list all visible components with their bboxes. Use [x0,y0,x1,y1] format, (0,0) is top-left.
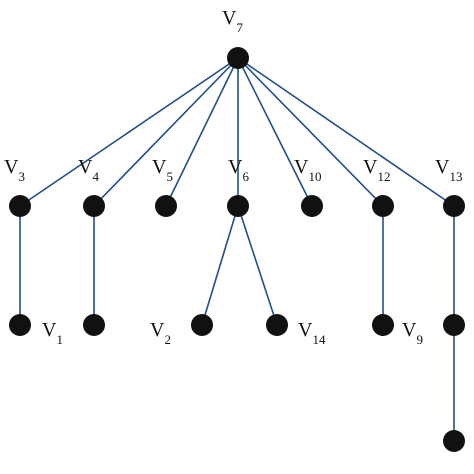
node-label-letter: V [228,156,243,178]
node-label-v2: V2 [150,319,171,347]
node-label-v1: V1 [42,319,63,347]
node-label-subscript: 1 [56,332,63,347]
edge-v7-v12 [237,57,384,207]
node-v5 [155,195,177,217]
node-v4 [83,195,105,217]
node-label-letter: V [78,156,93,178]
node-label-subscript: 3 [18,169,25,184]
node-label-subscript: 2 [164,332,171,347]
node-label-subscript: 7 [236,20,243,35]
edge-v7-v13 [237,57,455,207]
node-v6 [227,195,249,217]
node-u2 [443,314,465,336]
node-label-letter: V [435,156,450,178]
edge-v7-v10 [237,57,313,207]
node-label-subscript: 12 [377,169,390,184]
node-label-v9: V9 [402,319,423,347]
node-label-subscript: 5 [166,169,173,184]
node-label-letter: V [42,319,57,341]
edge-v7-v5 [165,57,239,207]
node-label-v13: V13 [435,156,462,184]
node-label-letter: V [363,156,378,178]
node-v12 [372,195,394,217]
node-v9 [372,314,394,336]
node-v14 [266,314,288,336]
node-label-v12: V12 [363,156,390,184]
node-label-subscript: 10 [308,169,321,184]
node-v3 [9,195,31,217]
node-label-v4: V4 [78,156,99,184]
node-v2 [191,314,213,336]
node-v7 [227,47,249,69]
node-label-v7: V7 [222,7,243,35]
node-u1 [83,314,105,336]
node-label-subscript: 6 [242,169,249,184]
node-v10 [301,195,323,217]
node-label-letter: V [402,319,417,341]
edge-v7-v4 [93,57,239,207]
node-label-v6: V6 [228,156,249,184]
node-label-subscript: 14 [312,332,326,347]
node-label-v14: V14 [298,319,326,347]
node-label-letter: V [298,319,313,341]
node-label-letter: V [4,156,19,178]
node-v13 [443,195,465,217]
node-label-letter: V [150,319,165,341]
edge-v6-v2 [201,205,239,326]
nodes-group [9,47,465,452]
edge-v7-v3 [19,57,239,207]
node-label-letter: V [222,7,237,29]
node-label-subscript: 13 [449,169,462,184]
node-label-v3: V3 [4,156,25,184]
edge-v6-v14 [237,205,278,326]
node-label-subscript: 4 [92,169,99,184]
node-label-letter: V [294,156,309,178]
node-v1 [9,314,31,336]
node-u3 [443,430,465,452]
node-label-letter: V [152,156,167,178]
edges-group [19,57,455,441]
node-label-subscript: 9 [416,332,423,347]
node-label-v5: V5 [152,156,173,184]
node-label-v10: V10 [294,156,321,184]
